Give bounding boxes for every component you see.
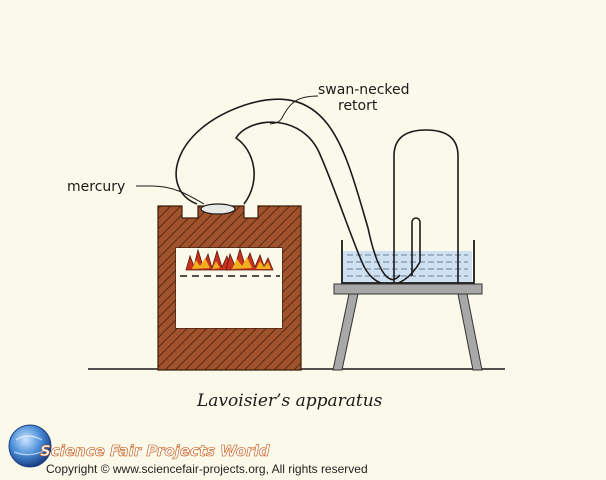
mercury-pool <box>200 203 236 215</box>
fire <box>185 247 274 271</box>
retort-label-line1: swan-necked <box>318 82 410 98</box>
figure-caption: Lavoisier’s apparatus <box>196 391 383 411</box>
brand-name: Science Fair Projects World <box>40 442 270 460</box>
swan-necked-retort <box>175 98 421 286</box>
retort-label-line2: retort <box>338 98 378 114</box>
stand <box>332 283 483 371</box>
copyright-notice: Copyright © www.sciencefair-projects.org… <box>46 462 368 476</box>
bell-jar <box>393 129 459 283</box>
furnace <box>157 205 302 371</box>
globe-logo-icon <box>8 424 52 468</box>
retort-tube-end <box>411 217 421 276</box>
mercury-label: mercury <box>67 179 125 195</box>
watermark: Science Fair Projects World Copyright © … <box>8 424 368 476</box>
mercury-leader-line <box>136 185 205 205</box>
retort-leader-line <box>269 95 319 125</box>
